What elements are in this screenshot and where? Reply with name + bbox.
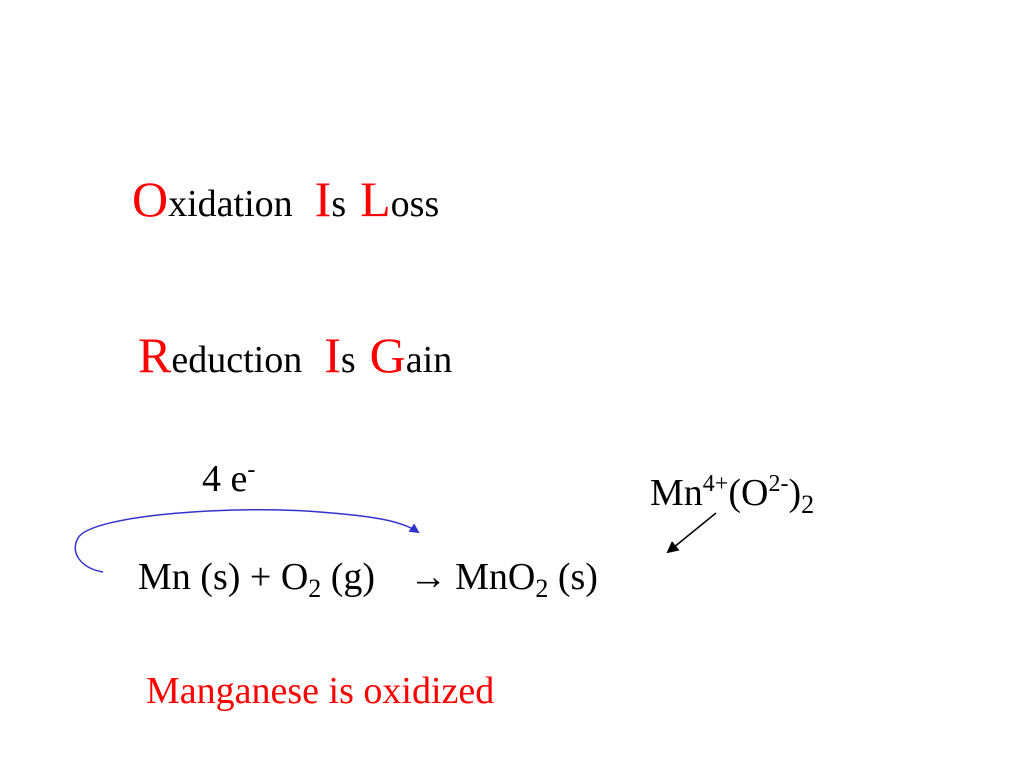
mnemonic-letter: I: [324, 327, 341, 383]
ionic-formula: Mn4+(O2-)2: [650, 471, 814, 518]
mnemonic-letter: R: [138, 327, 172, 383]
electron-transfer-curve-icon: [74, 508, 420, 573]
mnemonic-word-rest: s: [340, 339, 356, 381]
pointer-arrow-icon: [666, 512, 717, 554]
electron-transfer-label: 4 e-: [202, 457, 256, 500]
equation-product-state: (s): [548, 556, 598, 598]
equation-o2-state: (g): [321, 556, 376, 598]
mnemonic-letter: I: [314, 171, 332, 227]
ion-oxide-charge: 2-: [768, 471, 789, 497]
mnemonic-letter: O: [132, 171, 169, 227]
mnemonic-word-rest: ain: [405, 339, 453, 381]
mnemonic-letter: L: [360, 171, 391, 227]
equation-reactants: Mn (s) + O: [138, 556, 309, 598]
mnemonic-letter: G: [369, 327, 406, 383]
mnemonic-word-rest: oss: [390, 183, 440, 225]
equation-o2-subscript: 2: [308, 574, 322, 603]
mnemonic-word-rest: eduction: [171, 339, 303, 381]
electron-count: 4 e: [202, 458, 248, 500]
chemical-equation: Mn (s) + O2 (g)→MnO2 (s): [138, 556, 598, 602]
ion-metal: Mn: [650, 472, 703, 514]
equation-product: MnO: [455, 556, 536, 598]
mnemonic-word-rest: s: [331, 183, 347, 225]
conclusion-text: Manganese is oxidized: [146, 670, 495, 712]
equation-product-subscript: 2: [535, 574, 549, 603]
mnemonic-word-rest: xidation: [168, 183, 293, 225]
ion-oxide-open: (O: [728, 472, 769, 514]
electron-charge: -: [247, 457, 256, 483]
ion-oxide-close: ): [788, 472, 802, 514]
reaction-arrow-icon: →: [409, 556, 448, 598]
ion-oxide-count: 2: [801, 490, 815, 519]
ion-metal-charge: 4+: [702, 471, 729, 497]
